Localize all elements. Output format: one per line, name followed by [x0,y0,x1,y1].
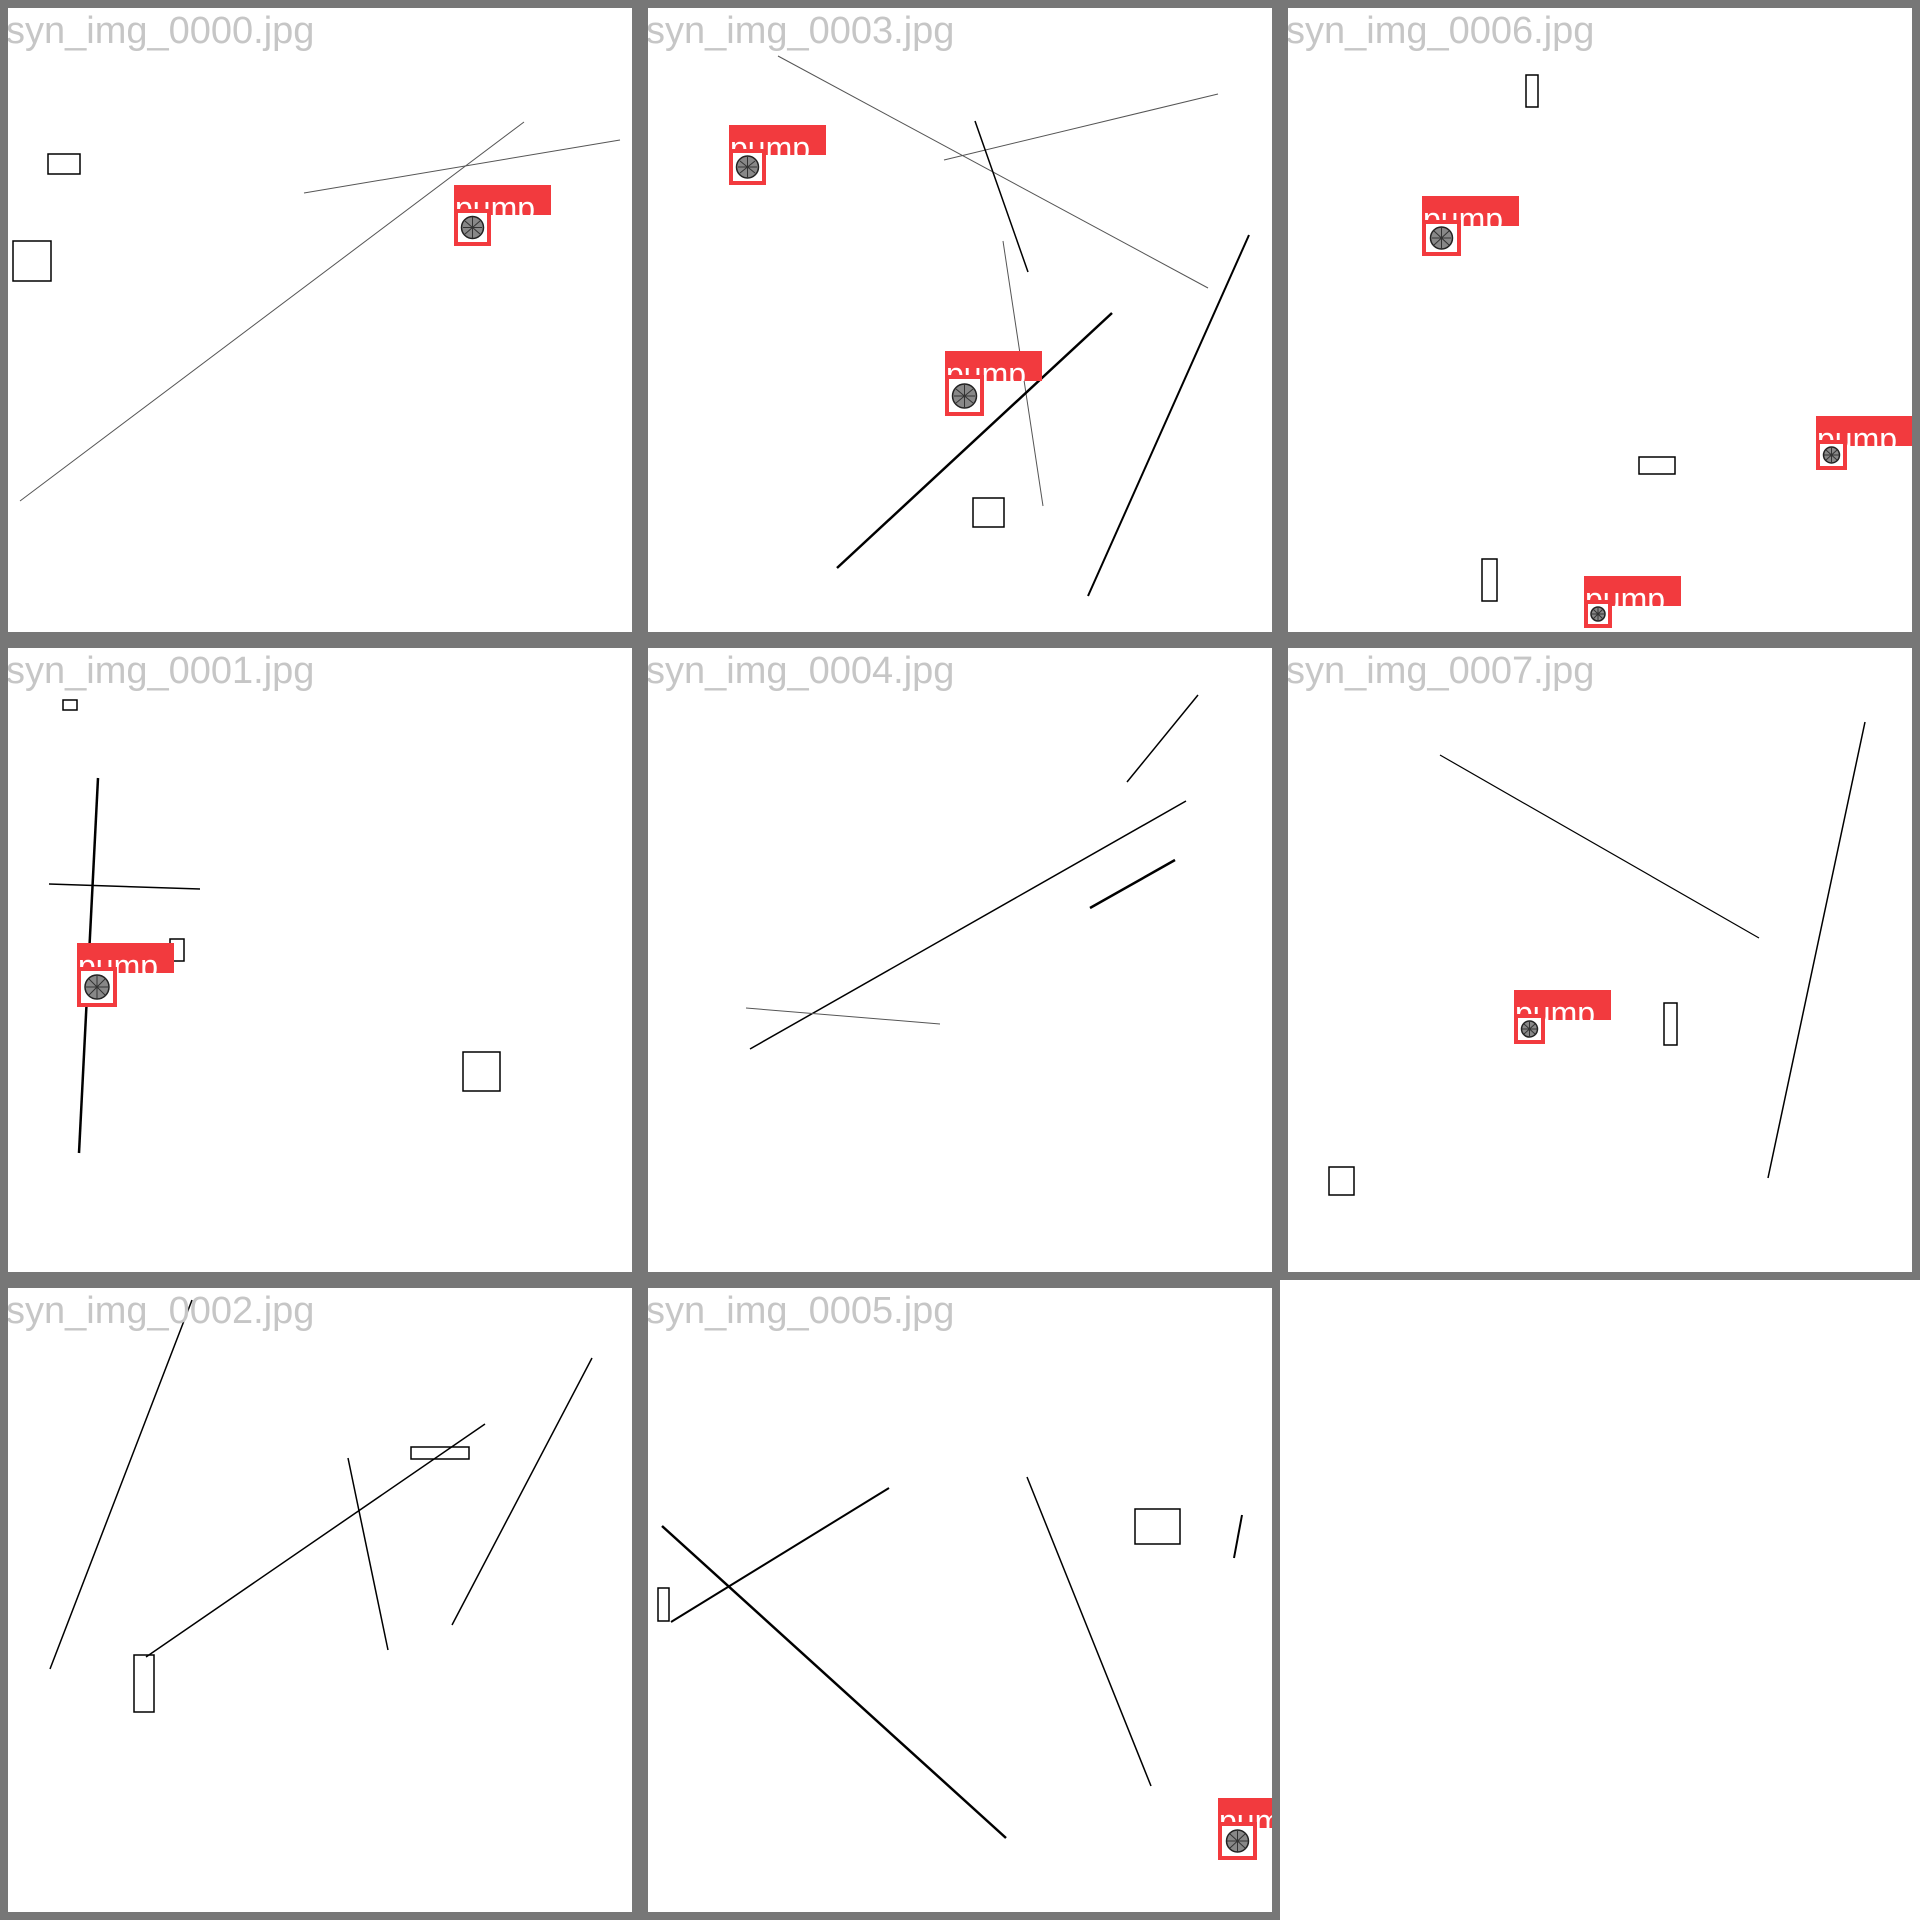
detection-box [1514,1014,1545,1044]
detection-box [1816,440,1847,470]
detection-box [1218,1822,1257,1860]
tile-scene [49,1299,593,1713]
mosaic-tile: syn_img_0003.jpg pump pump [640,0,1280,640]
rectangle-shape [657,1587,670,1622]
line-segment [749,800,1187,1050]
pump-icon [460,215,485,240]
line-segment [303,139,621,194]
line-segment [451,1357,593,1626]
tile-filename: syn_img_0005.jpg [646,1290,955,1332]
line-segment [670,1487,890,1623]
rectangle-shape [1328,1166,1355,1196]
line-segment [48,883,201,890]
pump-icon [1590,606,1606,622]
tile-scene [1328,721,1866,1196]
rectangle-shape [133,1654,155,1713]
rectangle-shape [47,153,81,175]
detection-label: pump [945,351,1042,381]
rectangle-shape [1663,1002,1678,1046]
pump-icon [735,155,760,179]
rectangle-shape [62,699,78,711]
detection-box [729,149,766,185]
mosaic-tile: syn_img_0007.jpg pump [1280,640,1920,1280]
tile-filename: syn_img_0002.jpg [6,1290,315,1332]
mosaic-tile: syn_img_0002.jpg [0,1280,640,1920]
rectangle-shape [972,497,1005,528]
line-segment [1089,858,1176,910]
detection-box [945,375,984,416]
pump-icon [1520,1020,1539,1038]
tile-scene [745,694,1199,1050]
tile-scene [777,55,1250,597]
detection-box [77,967,117,1007]
pump-icon [1822,446,1841,464]
line-segment [661,1525,1007,1839]
rectangle-shape [462,1051,501,1092]
tile-filename: syn_img_0006.jpg [1286,10,1595,52]
rectangle-shape [410,1446,470,1460]
mosaic-tile: syn_img_0004.jpg [640,640,1280,1280]
line-segment [1233,1514,1243,1559]
rectangle-shape [1481,558,1498,602]
line-segment [836,312,1113,569]
pump-icon [1225,1829,1250,1853]
line-segment [1439,754,1760,939]
line-segment [745,1007,941,1025]
rectangle-shape [12,240,52,282]
tile-filename: syn_img_0004.jpg [646,650,955,692]
line-segment [943,93,1219,161]
mosaic-tile: syn_img_0001.jpg pump [0,640,640,1280]
tile-scene [657,1476,1243,1839]
line-segment [1026,1476,1152,1787]
pump-icon [84,974,110,1000]
line-segment [49,1299,193,1670]
tile-scene [12,121,621,502]
line-segment [974,120,1029,273]
detection-label: pump [1218,1798,1272,1828]
mosaic-tile: syn_img_0005.jpg pump [640,1280,1280,1920]
tile-scene [1481,74,1676,602]
mosaic-tile: syn_img_0000.jpg pump [0,0,640,640]
pump-icon [951,383,978,409]
tile-filename: syn_img_0000.jpg [6,10,315,52]
tile-filename: syn_img_0007.jpg [1286,650,1595,692]
line-segment [1126,694,1199,783]
tile-filename: syn_img_0003.jpg [646,10,955,52]
detection-label: pump [1422,196,1519,226]
line-segment [1767,721,1866,1179]
line-segment [347,1457,389,1651]
line-segment [1087,234,1250,597]
detection-label: pump [454,185,551,215]
line-segment [19,121,525,502]
rectangle-shape [1134,1508,1181,1545]
line-segment [145,1423,486,1658]
detection-label: pump [729,125,826,155]
detection-box [1422,220,1461,256]
pump-icon [1429,226,1454,250]
rectangle-shape [1525,74,1539,108]
detection-box [454,209,491,246]
tile-filename: syn_img_0001.jpg [6,650,315,692]
rectangle-shape [1638,456,1676,475]
detection-box [1584,600,1612,628]
mosaic-tile: syn_img_0006.jpg pump pump pump [1280,0,1920,640]
